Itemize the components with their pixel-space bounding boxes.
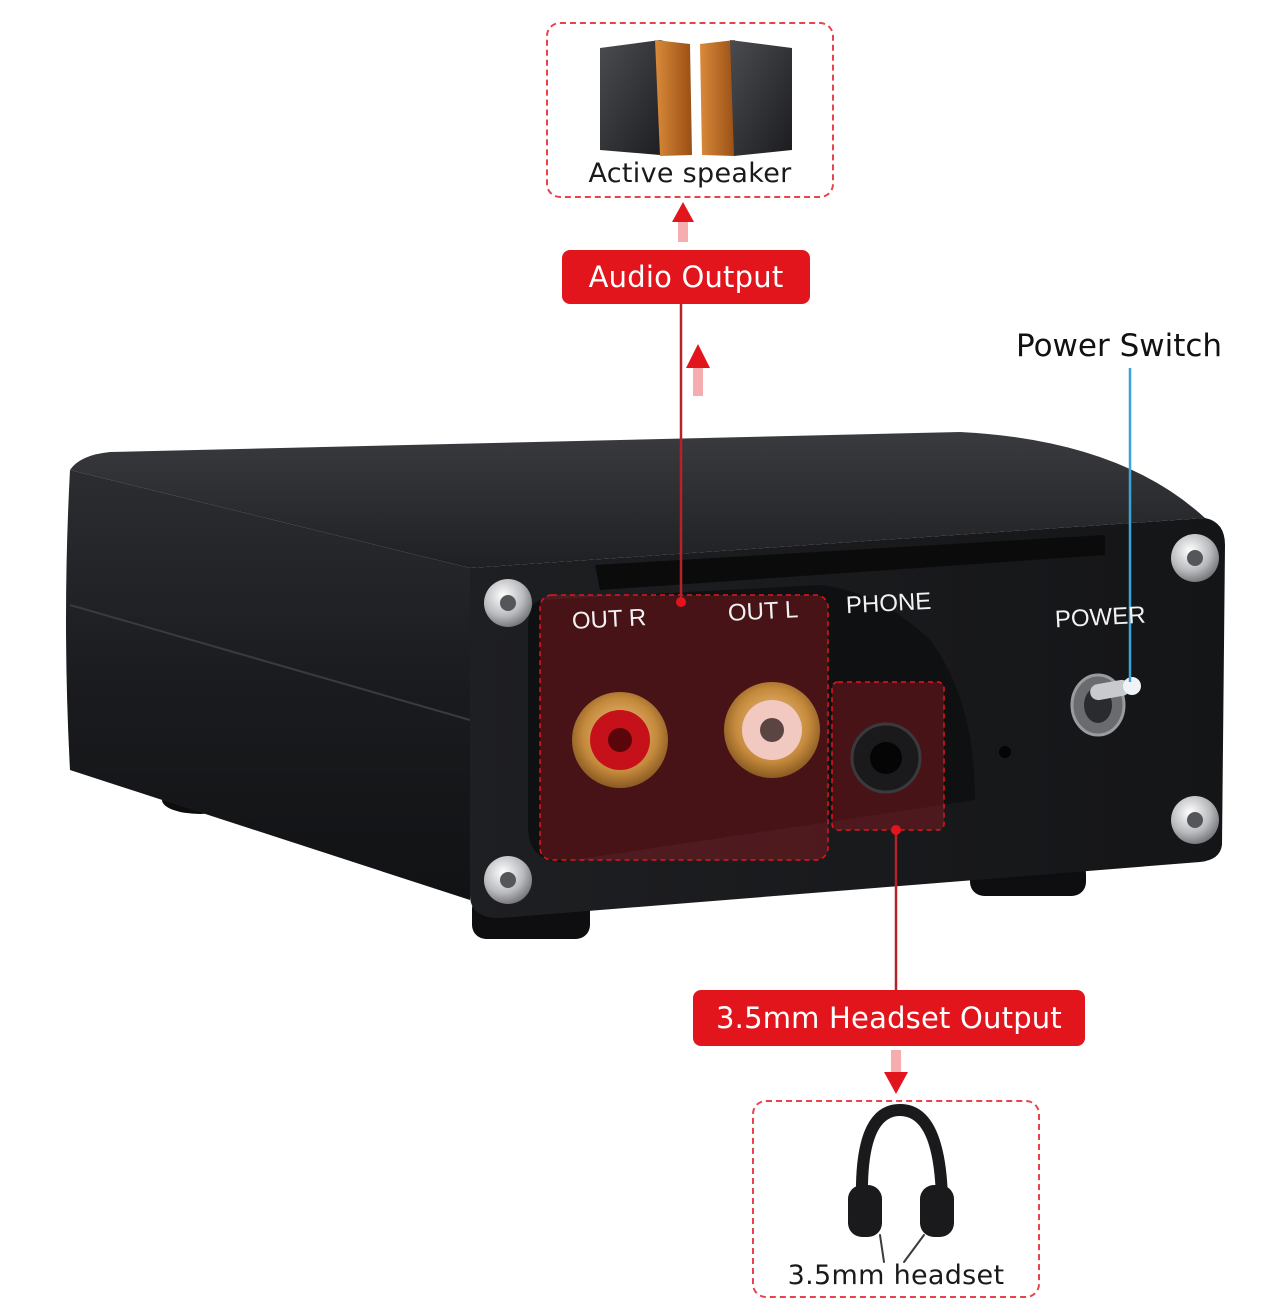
screw-bottom-right	[1171, 796, 1219, 844]
headset-leader-dot	[891, 825, 901, 835]
rca-jack-right	[572, 692, 668, 788]
chassis-top	[70, 432, 1205, 568]
indicator-hole	[999, 746, 1011, 758]
screw-bottom-left	[484, 856, 532, 904]
arrow-down-icon	[884, 1050, 908, 1094]
chassis-side	[66, 470, 470, 900]
headset-box: 3.5mm headset	[752, 1100, 1040, 1298]
arrow-up-icon	[686, 344, 710, 396]
rca-jack-left	[724, 682, 820, 778]
panel-label-power: POWER	[1054, 601, 1147, 634]
phone-jack	[850, 722, 922, 794]
arrow-up-icon	[672, 202, 694, 242]
headset-caption: 3.5mm headset	[787, 1260, 1005, 1291]
speaker-pair-icon	[600, 40, 792, 156]
headset-output-label: 3.5mm Headset Output	[693, 990, 1085, 1046]
audio-output-label: Audio Output	[562, 250, 810, 304]
screw-top-left	[484, 579, 532, 627]
power-toggle	[1070, 673, 1141, 737]
panel-label-out-r: OUT R	[571, 604, 647, 635]
active-speaker-box: Active speaker	[546, 22, 834, 198]
panel-groove	[595, 535, 1105, 590]
audio-leader-dot	[676, 597, 686, 607]
screw-top-right	[1171, 534, 1219, 582]
panel-label-out-l: OUT L	[727, 596, 799, 627]
rca-highlight	[539, 594, 829, 861]
power-switch-label: Power Switch	[1016, 328, 1223, 364]
headphones-icon	[848, 1103, 954, 1263]
active-speaker-caption: Active speaker	[588, 158, 792, 189]
panel-label-phone: PHONE	[845, 587, 932, 620]
